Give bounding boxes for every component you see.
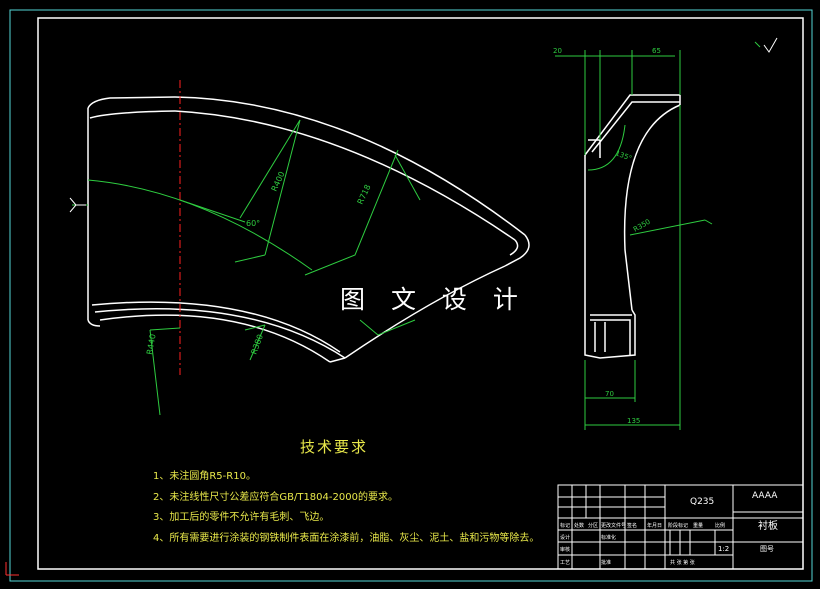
tb-design: 设计 <box>560 534 570 541</box>
tech-requirement-item: 2、未注线性尺寸公差应符合GB/T1804-2000的要求。 <box>153 492 398 503</box>
tech-requirement-item: 3、加工后的零件不允许有毛刺、飞边。 <box>153 512 330 523</box>
front-view <box>87 96 530 363</box>
dim-side-top-left: 20 <box>553 47 562 55</box>
title-block <box>557 484 804 570</box>
tb-scale: 1:2 <box>718 545 729 553</box>
watermark-text: 图 文 设 计 <box>340 285 527 314</box>
dim-side-bottom-inner: 70 <box>605 390 614 398</box>
tb-material: Q235 <box>690 497 714 507</box>
roughness-symbol-icon <box>754 37 778 53</box>
dim-side-angle: 135° <box>614 149 633 162</box>
side-dimensions <box>555 50 713 430</box>
inner-frame <box>37 17 804 570</box>
tb-label-count: 处数 <box>574 522 584 529</box>
tb-label-change: 更改文件号 <box>601 522 626 529</box>
tb-stage: 阶段标记 <box>668 522 688 529</box>
tb-approve: 批准 <box>601 559 611 566</box>
tb-label-sign: 签名 <box>627 522 637 529</box>
dim-angle-front: 60° <box>246 219 260 228</box>
dim-r-lower-left: R440 <box>145 333 157 355</box>
tb-label-mark: 标记 <box>560 522 570 529</box>
tb-sheet: 共 张 第 张 <box>670 559 695 566</box>
tb-label-zone: 分区 <box>588 522 598 529</box>
left-roughness-icon <box>69 197 86 213</box>
tb-drawing-label: 图号 <box>760 545 774 553</box>
tb-weight: 重量 <box>693 522 703 529</box>
outer-frame <box>9 9 813 582</box>
front-dimensions <box>72 119 421 416</box>
tb-label-date: 年月日 <box>647 522 662 529</box>
tb-ratio: 比例 <box>715 522 725 529</box>
tech-requirements-title: 技术要求 <box>300 438 369 456</box>
dim-r-outer: R718 <box>356 183 373 206</box>
tech-requirement-item: 1、未注圆角R5-R10。 <box>153 471 256 482</box>
tb-drawing-code: AAAA <box>752 491 778 501</box>
tb-review: 审核 <box>560 546 570 553</box>
dim-side-bottom-total: 135 <box>627 417 640 425</box>
tech-requirement-item: 4、所有需要进行涂装的钢铁制件表面在涂漆前，油脂、灰尘、泥土、盐和污物等除去。 <box>153 533 540 544</box>
dim-side-top-right: 65 <box>652 47 661 55</box>
dim-r-lower-right: R380 <box>249 333 265 356</box>
ucs-icon <box>5 562 19 576</box>
tb-part-name: 衬板 <box>758 519 778 532</box>
tb-process: 工艺 <box>560 560 570 566</box>
tb-standard: 标准化 <box>601 534 616 541</box>
